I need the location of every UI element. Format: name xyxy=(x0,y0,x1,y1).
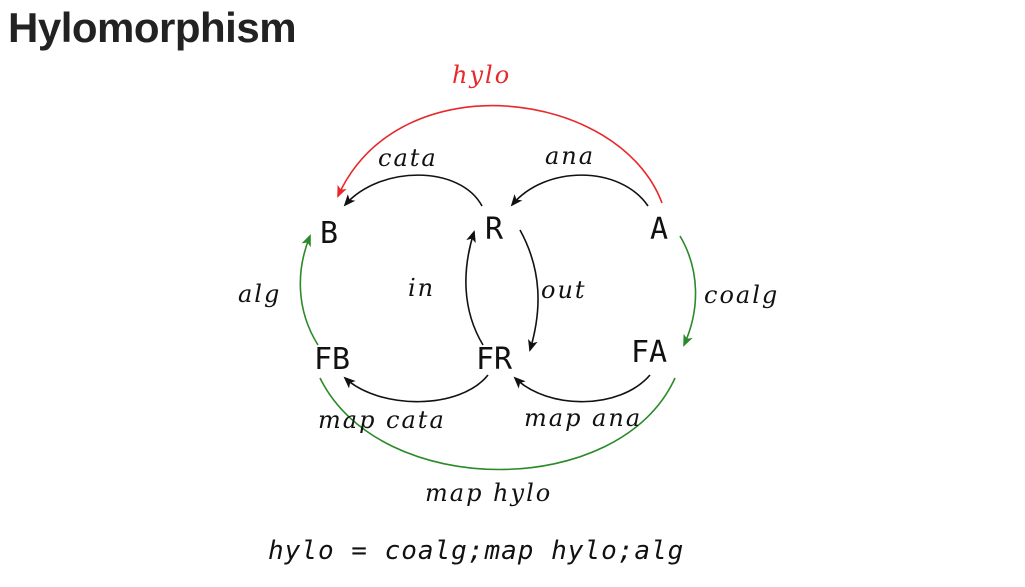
edge-out xyxy=(519,229,539,352)
edge-cata xyxy=(343,174,483,207)
label-hylo: hylo xyxy=(452,61,511,89)
edge-alg xyxy=(299,234,319,346)
label-cata: cata xyxy=(378,144,438,172)
edge-map-cata xyxy=(343,374,489,403)
hylo-formula: hylo = coalg;map hylo;alg xyxy=(268,536,684,566)
node-fr: FR xyxy=(476,342,513,377)
edge-in xyxy=(465,230,484,346)
node-b: B xyxy=(320,216,338,251)
node-r: R xyxy=(485,212,504,247)
label-map-hylo: map hylo xyxy=(425,479,552,507)
edge-map-ana xyxy=(513,374,651,403)
label-in: in xyxy=(408,274,435,302)
edge-map-hylo xyxy=(319,377,676,471)
label-coalg: coalg xyxy=(704,281,779,309)
edge-coalg xyxy=(679,235,697,347)
node-a: A xyxy=(650,212,668,247)
edge-hylo xyxy=(337,104,663,204)
edge-ana xyxy=(510,174,649,207)
node-fa: FA xyxy=(631,335,667,370)
label-alg: alg xyxy=(238,280,281,308)
label-map-ana: map ana xyxy=(524,404,642,432)
label-ana: ana xyxy=(545,142,595,170)
node-fb: FB xyxy=(314,342,350,377)
label-out: out xyxy=(541,276,587,304)
page-title: Hylomorphism xyxy=(8,4,297,51)
label-map-cata: map cata xyxy=(318,406,446,434)
